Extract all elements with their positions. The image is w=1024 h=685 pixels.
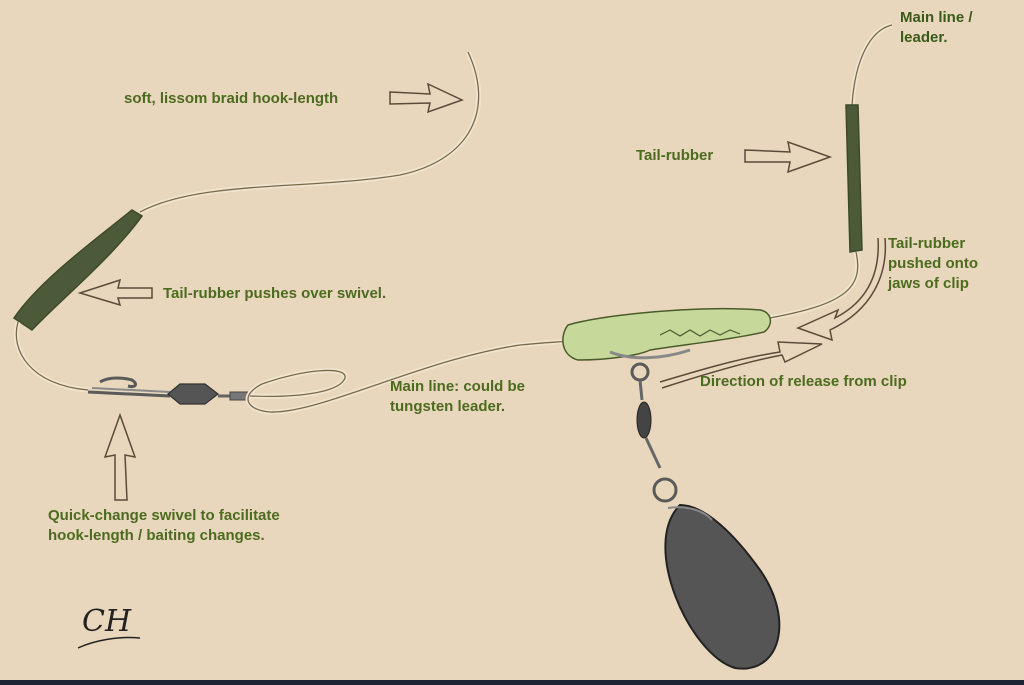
label-tail-rubber: Tail-rubber (636, 147, 714, 164)
label-tail-rubber-pushed: Tail-rubber pushed onto jaws of clip (888, 234, 978, 294)
label-main-line-tungsten-line2: tungsten leader. (390, 398, 506, 415)
label-main-line-tungsten-line1: Main line: could be (390, 378, 526, 395)
left-tail-rubber (12, 209, 144, 331)
braid-hook-length-line (138, 50, 482, 215)
arrow-pushed-onto-jaws (795, 237, 887, 342)
label-main-line-leader-line1: Main line / (900, 9, 973, 26)
label-tail-rubber-pushed-line1: Tail-rubber (888, 235, 966, 252)
label-tail-pushes-swivel: Tail-rubber pushes over swivel. (163, 285, 387, 302)
lead-swivel-body (636, 401, 652, 439)
main-line-leader-top (849, 22, 893, 106)
hook-line-to-swivel (13, 321, 89, 393)
main-line-leader-top-outline (851, 24, 893, 106)
main-line-to-clip-outline (769, 251, 859, 319)
arrow-release-direction (659, 341, 823, 389)
arrow-quick-change (103, 412, 137, 501)
lead-swivel-stem-top (638, 379, 644, 401)
artist-signature: CH (82, 604, 132, 639)
lead-swivel-stem-bottom (644, 437, 662, 469)
label-quick-change: Quick-change swivel to facilitate hook-l… (48, 506, 280, 546)
lead-clip-teeth (659, 329, 741, 337)
label-tail-rubber-pushed-line3: jaws of clip (888, 275, 969, 292)
label-braid-hook-length: soft, lissom braid hook-length (124, 90, 339, 107)
lead-clip (562, 307, 772, 361)
braid-hook-length-line-outline (139, 51, 480, 213)
label-main-line-leader-line2: leader. (900, 29, 948, 46)
label-main-line-leader: Main line / leader. (900, 8, 973, 48)
hook-line-to-swivel-outline (15, 321, 89, 391)
arrow-tail-rubber (744, 140, 833, 174)
quick-change-shank (91, 387, 171, 393)
signature-flourish (77, 636, 141, 649)
label-release-direction: Direction of release from clip (700, 373, 907, 390)
label-tail-rubber-pushed-line2: pushed onto (888, 255, 978, 272)
main-line-loop-outline (247, 339, 579, 413)
label-quick-change-line1: Quick-change swivel to facilitate (48, 507, 280, 524)
arrow-pushes-over-swivel (77, 278, 153, 307)
lead-weight (664, 503, 781, 670)
label-quick-change-line2: hook-length / baiting changes. (48, 527, 265, 544)
lead-clip-jaw (609, 348, 691, 360)
swivel-body (167, 383, 219, 405)
arrow-braid (389, 82, 464, 114)
window-bottom-bar (0, 680, 1024, 685)
lead-weight-highlight (667, 506, 713, 521)
lead-ring-bottom (652, 477, 678, 503)
label-main-line-tungsten: Main line: could be tungsten leader. (390, 377, 525, 417)
right-tail-rubber (845, 104, 863, 253)
quick-change-hook (87, 376, 171, 398)
lead-ring-top (630, 362, 650, 382)
